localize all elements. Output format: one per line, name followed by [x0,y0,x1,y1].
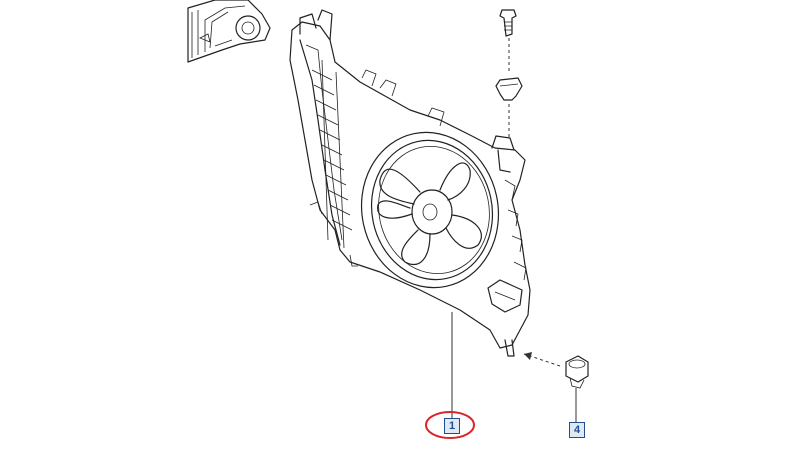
vehicle-location-thumbnail [187,0,271,63]
push-rivet-part [495,9,523,140]
highlight-ring [425,411,475,439]
callout-part-1[interactable]: 1 [444,418,460,434]
callout-part-4[interactable]: 4 [569,422,585,438]
fan-shroud-frame [289,9,531,357]
cooling-fan [360,131,500,289]
nut-part [523,352,589,389]
